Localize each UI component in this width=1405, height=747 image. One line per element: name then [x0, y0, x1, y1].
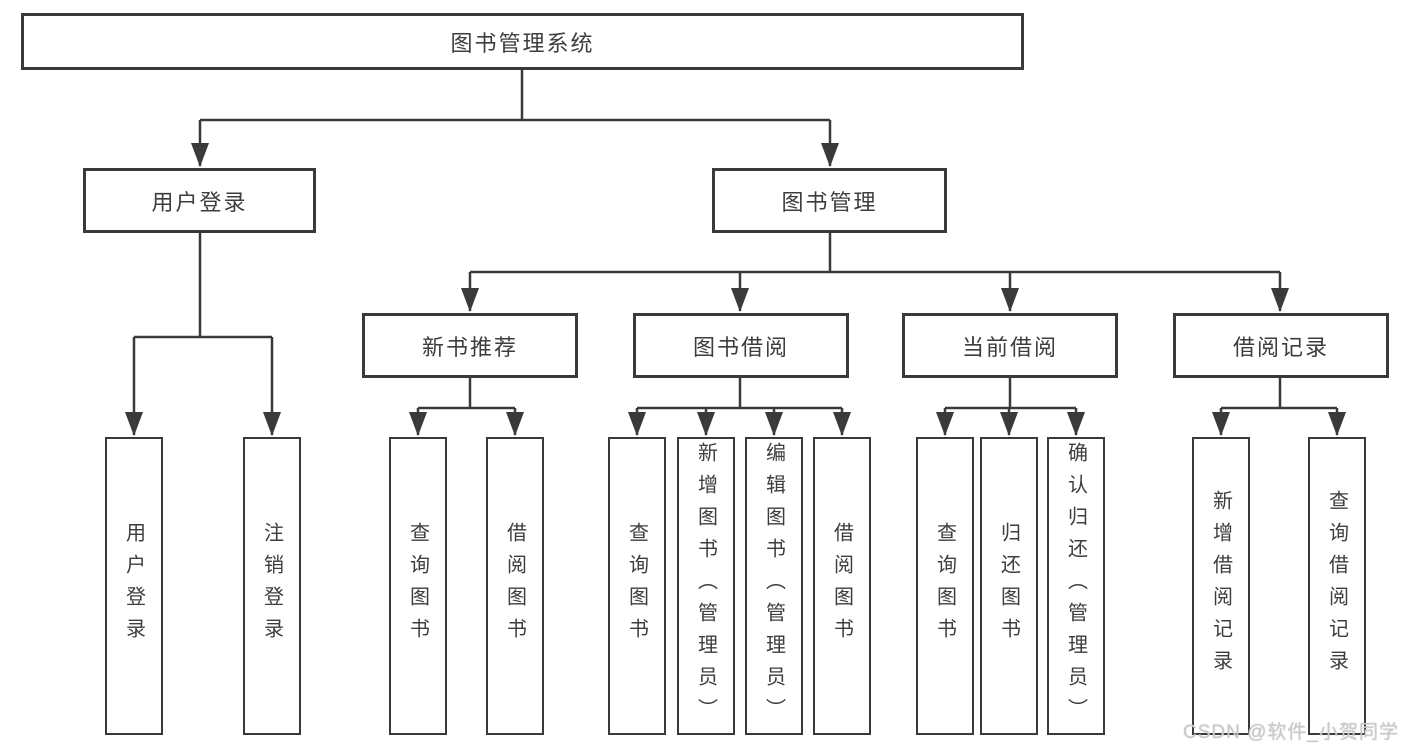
- leaf-label: 查询图书: [625, 522, 648, 650]
- leaf-query-books-borrowing: 查询图书: [608, 437, 666, 735]
- leaf-confirm-return-admin: 确认归还（管理员）: [1047, 437, 1105, 735]
- leaf-user-login: 用户登录: [105, 437, 163, 735]
- leaf-edit-book-admin: 编辑图书（管理员）: [745, 437, 803, 735]
- leaf-label: 借阅图书: [503, 522, 526, 650]
- branch-root: [200, 69, 830, 122]
- node-label: 图书管理系统: [450, 30, 595, 56]
- node-current-borrowing: 当前借阅: [902, 313, 1118, 378]
- branch-book-management: [470, 233, 1280, 274]
- branch-new-book-recommend: [418, 378, 515, 410]
- node-label: 新书推荐: [421, 334, 518, 360]
- leaf-label: 注销登录: [260, 522, 283, 650]
- node-label: 图书管理: [781, 189, 878, 215]
- leaf-borrow-books-borrowing: 借阅图书: [813, 437, 871, 735]
- branch-borrow-records: [1221, 378, 1337, 410]
- leaf-label: 归还图书: [997, 522, 1020, 650]
- leaf-label: 借阅图书: [830, 522, 853, 650]
- leaf-logout: 注销登录: [243, 437, 301, 735]
- leaf-label: 新增借阅记录: [1209, 490, 1232, 682]
- node-borrow-records: 借阅记录: [1173, 313, 1389, 378]
- branch-current-borrowing: [945, 378, 1076, 410]
- leaf-label: 查询图书: [406, 522, 429, 650]
- node-library-management-system: 图书管理系统: [21, 13, 1024, 70]
- leaf-borrow-books-recommend: 借阅图书: [486, 437, 544, 735]
- node-book-management: 图书管理: [712, 168, 947, 233]
- node-user-login: 用户登录: [83, 168, 316, 233]
- node-label: 用户登录: [151, 189, 248, 215]
- node-new-book-recommend: 新书推荐: [362, 313, 578, 378]
- leaf-return-books: 归还图书: [980, 437, 1038, 735]
- leaf-query-borrow-record: 查询借阅记录: [1308, 437, 1366, 735]
- node-label: 当前借阅: [961, 334, 1058, 360]
- leaf-label: 用户登录: [122, 522, 145, 650]
- leaf-query-books-recommend: 查询图书: [389, 437, 447, 735]
- leaf-label: 查询借阅记录: [1325, 490, 1348, 682]
- leaf-query-books-current: 查询图书: [916, 437, 974, 735]
- leaf-add-borrow-record: 新增借阅记录: [1192, 437, 1250, 735]
- watermark: CSDN @软件_小贺同学: [1183, 722, 1399, 743]
- node-label: 图书借阅: [692, 334, 789, 360]
- leaf-label: 查询图书: [933, 522, 956, 650]
- leaf-label: 编辑图书（管理员）: [762, 442, 785, 730]
- branch-book-borrowing: [637, 378, 842, 410]
- leaf-label: 确认归还（管理员）: [1064, 442, 1087, 730]
- leaf-label: 新增图书（管理员）: [694, 442, 717, 730]
- branch-user-login: [134, 233, 272, 339]
- node-book-borrowing: 图书借阅: [633, 313, 849, 378]
- leaf-add-book-admin: 新增图书（管理员）: [677, 437, 735, 735]
- node-label: 借阅记录: [1232, 334, 1329, 360]
